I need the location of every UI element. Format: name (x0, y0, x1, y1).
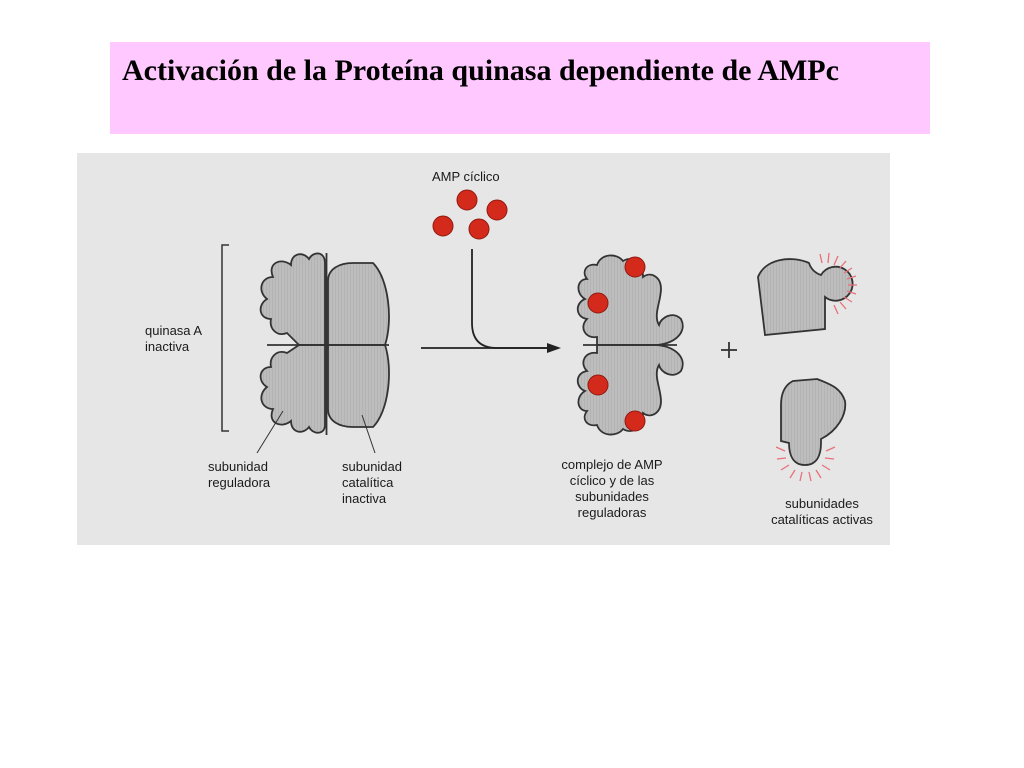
active-catalytic-subunit-top (757, 252, 857, 336)
pka-activation-diagram: AMP cíclico quinasa A inactiva subunidad… (77, 153, 890, 545)
inactive-kinase-bracket (221, 244, 229, 432)
regulatory-leader-line (256, 410, 284, 454)
bound-camp-molecule (624, 410, 646, 432)
active-catalytic-label: subunidades catalíticas activas (771, 496, 873, 527)
activity-rays-top (819, 252, 857, 315)
slide-title: Activación de la Proteína quinasa depend… (122, 54, 839, 87)
reaction-arrow-head (547, 343, 561, 353)
regulatory-subunit-label: subunidad reguladora (208, 459, 271, 490)
complex-regulatory-bottom (576, 344, 684, 436)
complex-label: complejo de AMP cíclico y de las subunid… (561, 457, 663, 520)
inactive-kinase-label: quinasa A inactiva (145, 323, 203, 354)
complex-regulatory-top (576, 254, 684, 346)
catalytic-subunit-top (327, 262, 390, 346)
camp-molecule (468, 218, 490, 240)
regulatory-subunit-bottom (259, 344, 326, 434)
camp-molecule (432, 215, 454, 237)
active-catalytic-subunit-bottom (775, 378, 847, 482)
catalytic-leader-line (361, 414, 376, 454)
camp-molecule (456, 189, 478, 211)
catalytic-inactive-label: subunidad catalítica inactiva (342, 459, 402, 506)
camp-label: AMP cíclico (432, 169, 500, 184)
bound-camp-molecule (587, 292, 609, 314)
bound-camp-molecule (624, 256, 646, 278)
regulatory-subunit-top (259, 252, 326, 346)
title-banner: Activación de la Proteína quinasa depend… (110, 42, 930, 134)
camp-molecule (486, 199, 508, 221)
bound-camp-molecule (587, 374, 609, 396)
diagram-graphics (221, 189, 857, 482)
activity-rays-bottom (775, 446, 836, 482)
camp-input-arrow (471, 249, 547, 349)
catalytic-subunit-bottom (327, 344, 390, 428)
